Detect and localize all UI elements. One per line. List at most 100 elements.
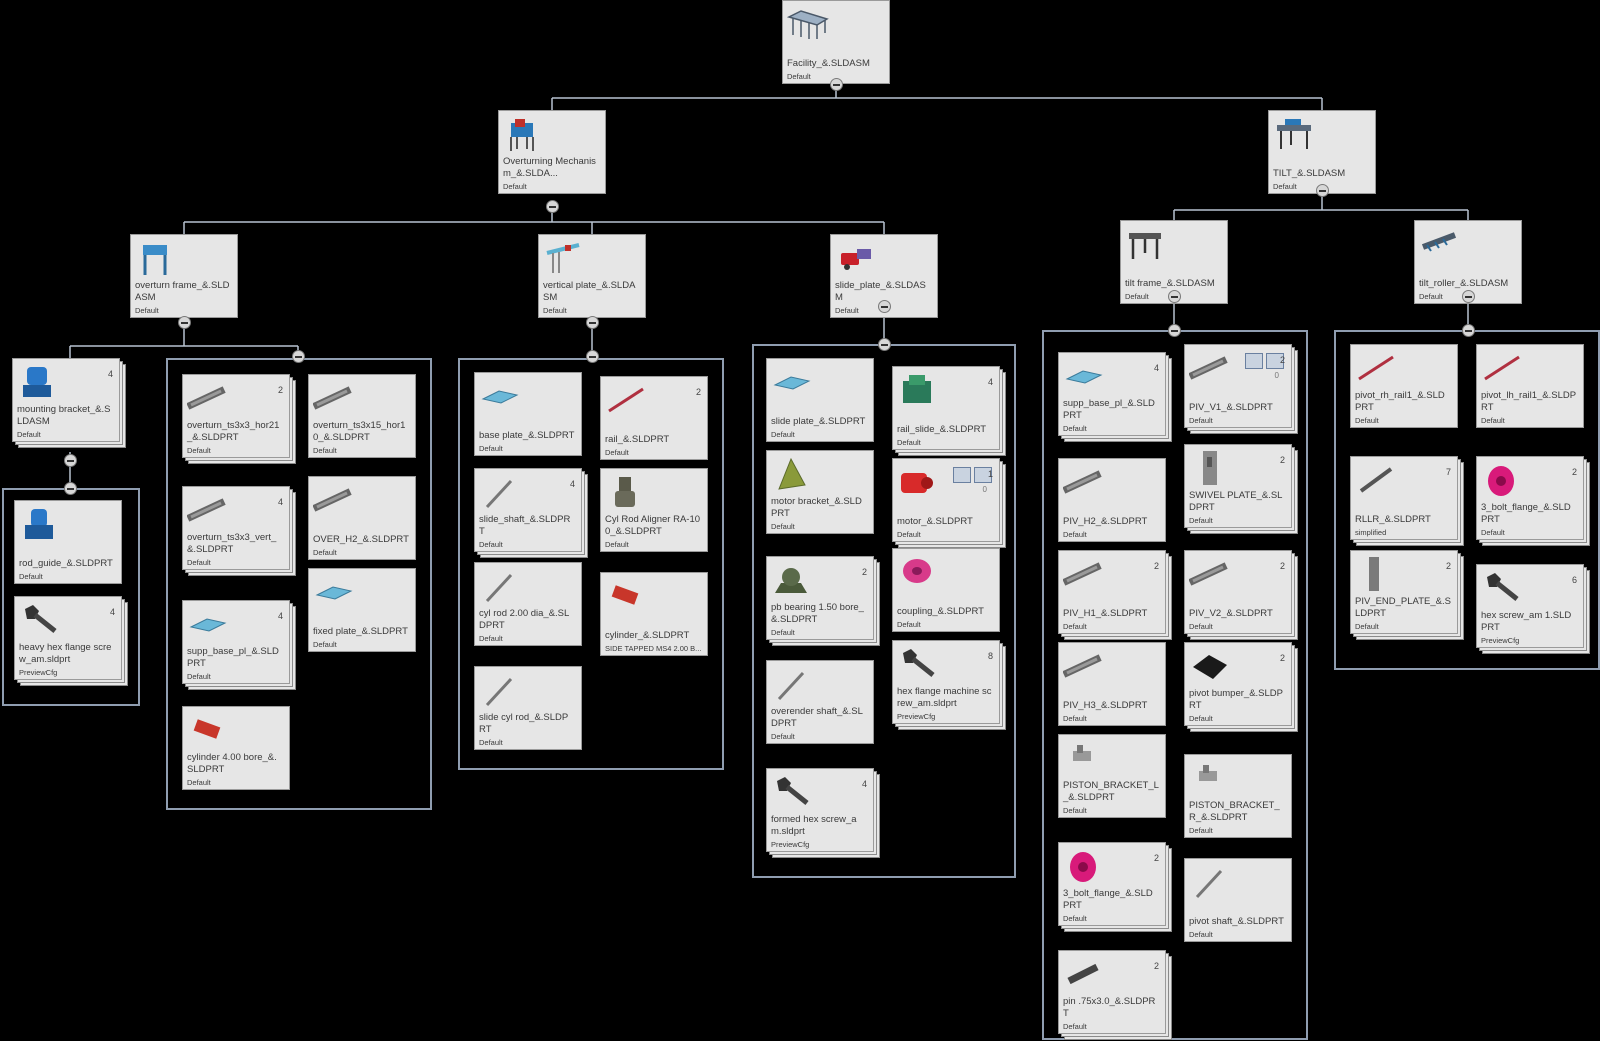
node-overturn-frame[interactable]: overturn frame_&.SLDASM Default: [130, 234, 238, 318]
part-card[interactable]: rod_guide_&.SLDPRT Default: [14, 500, 122, 584]
collapse-toggle-overturn-frame[interactable]: [178, 316, 191, 329]
tube-icon: [186, 379, 229, 417]
plate-icon: [771, 363, 813, 401]
part-name: rod_guide_&.SLDPRT: [19, 558, 113, 569]
part-name: PIV_H3_&.SLDPRT: [1063, 700, 1148, 711]
group-anchor-mounting-bracket[interactable]: [64, 482, 77, 495]
part-name: overturn_ts3x3_vert_&.SLDPRT: [187, 532, 277, 555]
node-config: Default: [135, 306, 159, 315]
tilt-assembly-icon: [1277, 119, 1311, 149]
user-config-icon[interactable]: [1266, 353, 1284, 369]
part-config: Default: [771, 732, 795, 741]
user-config-icon[interactable]: [974, 467, 992, 483]
collapse-toggle-overturning[interactable]: [546, 200, 559, 213]
group-anchor-vertical-plate[interactable]: [586, 350, 599, 363]
collapse-toggle-tilt-roller[interactable]: [1462, 290, 1475, 303]
node-facility[interactable]: Facility_&.SLDASM Default: [782, 0, 890, 84]
quantity-sub-badge: 0: [1274, 371, 1279, 380]
collapse-toggle-tilt-frame[interactable]: [1168, 290, 1181, 303]
node-vertical-plate[interactable]: vertical plate_&.SLDASM Default: [538, 234, 646, 318]
part-config: Default: [19, 572, 43, 581]
part-name: PIV_H2_&.SLDPRT: [1063, 516, 1148, 527]
collapse-toggle-mounting-bracket[interactable]: [64, 454, 77, 467]
quantity-badge: 6: [1571, 575, 1577, 585]
part-name: PISTON_BRACKET_R_&.SLDPRT: [1189, 800, 1280, 823]
part-name: supp_base_pl_&.SLDPRT: [1063, 398, 1155, 421]
collapse-toggle-facility[interactable]: [830, 78, 843, 91]
group-anchor-overturn-frame[interactable]: [292, 350, 305, 363]
part-name: slide_shaft_&.SLDPRT: [479, 514, 571, 537]
part-config: Default: [771, 522, 795, 531]
node-mounting-bracket[interactable]: 4 mounting bracket_&.SLDASM Default: [12, 358, 120, 442]
group-anchor-tilt-frame[interactable]: [1168, 324, 1181, 337]
node-tilt[interactable]: TILT_&.SLDASM Default: [1268, 110, 1376, 194]
table-view-icon[interactable]: [1245, 353, 1263, 369]
collapse-toggle-slide-plate[interactable]: [878, 300, 891, 313]
node-overturning-mechanism[interactable]: Overturning Mechanism_&.SLDA... Default: [498, 110, 606, 194]
node-name: slide_plate_&.SLDASM: [835, 280, 926, 303]
tube-icon: [1062, 647, 1105, 685]
part-card[interactable]: motor bracket_&.SLDPRT Default: [766, 450, 874, 534]
part-name: pin .75x3.0_&.SLDPRT: [1063, 996, 1156, 1019]
table-view-icon[interactable]: [953, 467, 971, 483]
group-anchor-tilt-roller[interactable]: [1462, 324, 1475, 337]
rail-icon: [1355, 349, 1397, 387]
quantity-badge: 4: [861, 779, 867, 789]
part-name: motor bracket_&.SLDPRT: [771, 496, 862, 519]
part-name: OVER_H2_&.SLDPRT: [313, 534, 409, 545]
part-config: SIDE TAPPED MS4 2.00 B...: [605, 644, 702, 653]
tube-icon: [1062, 555, 1105, 593]
cylinder-icon: [187, 711, 229, 749]
frame-assembly-icon: [143, 245, 167, 275]
group-anchor-slide-plate[interactable]: [878, 338, 891, 351]
rod-guide-icon: [19, 505, 61, 543]
shaft-icon: [479, 473, 521, 511]
collapse-toggle-vertical-plate[interactable]: [586, 316, 599, 329]
bracket-icon: [771, 455, 813, 493]
collapse-toggle-tilt[interactable]: [1316, 184, 1329, 197]
